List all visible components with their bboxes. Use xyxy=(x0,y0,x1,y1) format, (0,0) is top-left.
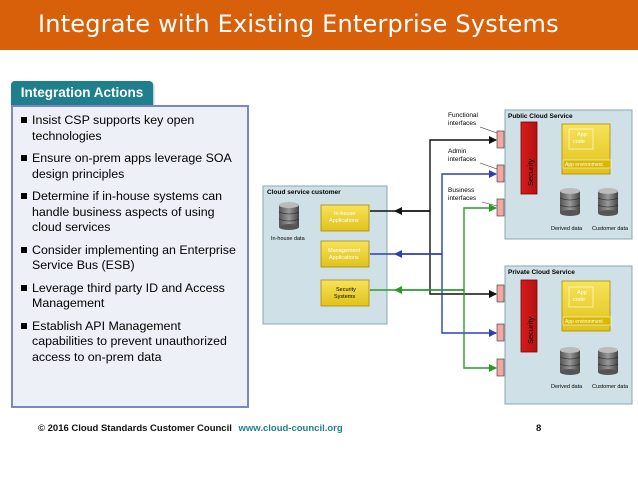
connector-line xyxy=(429,211,497,298)
security-systems-label: Security xyxy=(336,287,356,293)
inhouse-data-label: In-house data xyxy=(271,236,306,242)
customer-data-label: Customer data xyxy=(592,226,629,232)
interface-port xyxy=(496,164,505,183)
app-code-label: App xyxy=(577,132,587,138)
square-bullet-icon xyxy=(21,193,27,199)
derived-data-label: Derived data xyxy=(551,226,583,232)
inhouse-applications-label: In-house xyxy=(334,211,355,217)
security-bar xyxy=(520,121,538,195)
pointer-line xyxy=(481,201,498,207)
page-title: Integrate with Existing Enterprise Syste… xyxy=(38,10,559,38)
app-code-box xyxy=(568,286,594,308)
list-item: Ensure on-prem apps leverage SOA design … xyxy=(21,151,241,182)
connector-line xyxy=(370,204,497,291)
interface-port xyxy=(496,130,505,149)
connector-line xyxy=(463,290,497,372)
list-item: Leverage third party ID and Access Manag… xyxy=(21,281,241,312)
action-text: Insist CSP supports key open technologie… xyxy=(32,113,195,143)
list-item: Consider implementing an Enterprise Serv… xyxy=(21,243,241,274)
app-environment-box xyxy=(562,159,612,169)
public-cloud-title: Public Cloud Service xyxy=(508,113,573,120)
copyright-text: © 2016 Cloud Standards Customer Council xyxy=(38,423,232,434)
action-text: Ensure on-prem apps leverage SOA design … xyxy=(32,151,232,181)
database-icon xyxy=(559,347,581,375)
functional-interfaces-label: Functional xyxy=(448,112,479,119)
database-icon xyxy=(559,188,581,216)
security-label: Security xyxy=(526,317,535,344)
security-bar xyxy=(520,279,538,353)
app-code-label: code xyxy=(573,297,585,303)
connector-line xyxy=(370,170,497,255)
business-connections xyxy=(370,204,497,372)
database-icon xyxy=(278,202,300,230)
derived-data-label: Derived data xyxy=(551,384,583,390)
action-text: Determine if in-house systems can handle… xyxy=(32,189,223,234)
action-list: Insist CSP supports key open technologie… xyxy=(13,107,247,365)
integration-actions-tab: Integration Actions xyxy=(11,81,153,105)
action-text: Leverage third party ID and Access Manag… xyxy=(32,280,225,311)
list-item: Establish API Management capabilities to… xyxy=(21,319,241,366)
security-systems-box xyxy=(320,279,370,307)
interface-port xyxy=(496,358,505,377)
list-item: Determine if in-house systems can handle… xyxy=(21,189,241,236)
management-applications-label: Management xyxy=(328,248,361,254)
private-cloud-service: Private Cloud Service Security App code … xyxy=(504,265,633,405)
inhouse-applications-box xyxy=(320,204,370,232)
square-bullet-icon xyxy=(21,155,27,161)
management-applications-label: Applications xyxy=(329,255,359,261)
inhouse-applications-label: Applications xyxy=(329,218,359,224)
app-environment-label: App environment xyxy=(565,319,603,325)
connector-line xyxy=(370,136,497,212)
customer-data-label: Customer data xyxy=(592,384,629,390)
admin-connections xyxy=(370,170,497,337)
action-text: Establish API Management capabilities to… xyxy=(32,318,227,364)
app-code-label: App xyxy=(577,290,587,296)
admin-interfaces-label: Admin xyxy=(448,148,467,155)
pointer-line xyxy=(479,126,498,134)
customer-title: Cloud service customer xyxy=(267,189,341,196)
private-cloud-title: Private Cloud Service xyxy=(508,269,575,276)
interface-port xyxy=(496,284,505,303)
app-code-box xyxy=(568,128,594,150)
business-interfaces-label: interfaces xyxy=(448,195,477,202)
database-icon xyxy=(597,347,619,375)
app-code-label: code xyxy=(573,139,585,145)
security-systems-label: Systems xyxy=(334,294,355,300)
cloud-service-customer: Cloud service customer In-house data In-… xyxy=(262,185,388,325)
integration-actions-box: Insist CSP supports key open technologie… xyxy=(11,105,249,408)
pointer-line xyxy=(479,162,498,170)
list-item: Insist CSP supports key open technologie… xyxy=(21,113,241,144)
security-label: Security xyxy=(526,159,535,186)
app-environment-box xyxy=(562,316,612,326)
title-bar: Integrate with Existing Enterprise Syste… xyxy=(0,0,638,50)
functional-interfaces-label: interfaces xyxy=(448,120,477,127)
interface-port xyxy=(496,198,505,217)
admin-interfaces-label: interfaces xyxy=(448,156,477,163)
management-applications-box xyxy=(320,240,370,268)
page-number: 8 xyxy=(536,423,542,434)
footer-url-link[interactable]: www.cloud-council.org xyxy=(238,423,343,434)
public-cloud-service: Public Cloud Service Security App code A… xyxy=(504,109,633,240)
database-icon xyxy=(597,188,619,216)
square-bullet-icon xyxy=(21,246,27,253)
square-bullet-icon xyxy=(21,284,27,291)
square-bullet-icon xyxy=(21,322,27,329)
business-interfaces-label: Business xyxy=(448,187,475,194)
functional-connections xyxy=(370,136,497,298)
footer-copyright: © 2016 Cloud Standards Customer Council … xyxy=(38,423,343,434)
interface-port xyxy=(496,323,505,342)
connector-line xyxy=(441,254,497,337)
action-text: Consider implementing an Enterprise Serv… xyxy=(32,242,236,273)
app-environment-label: App environment xyxy=(565,162,603,168)
square-bullet-icon xyxy=(21,117,27,123)
